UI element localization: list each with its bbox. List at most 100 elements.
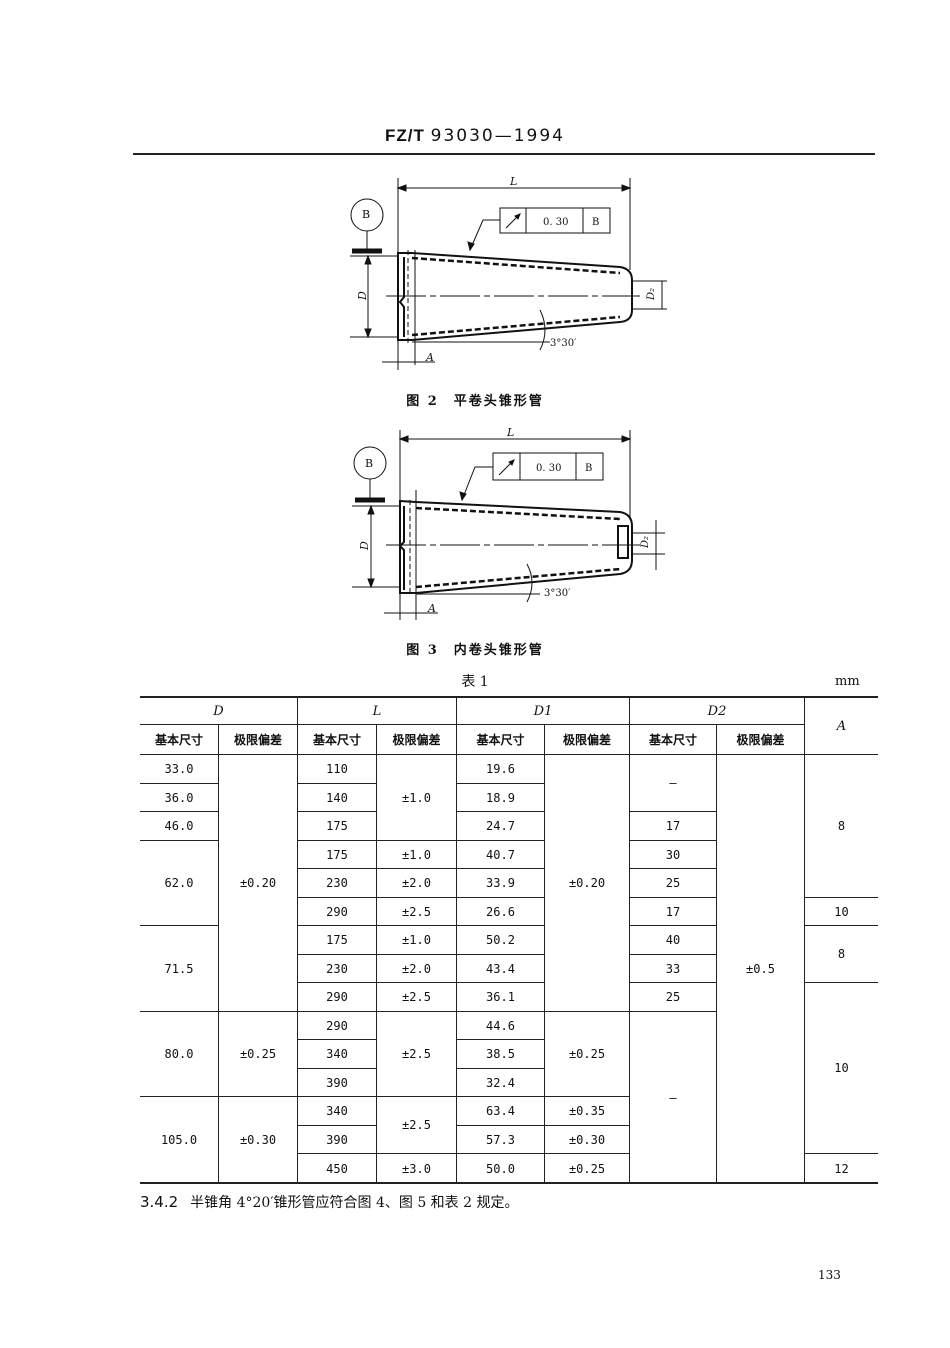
subheader-L-basic: 基本尺寸 bbox=[298, 725, 377, 755]
subheader-D-basic: 基本尺寸 bbox=[140, 725, 219, 755]
table-cell: 26.6 bbox=[457, 898, 545, 926]
tolerance-datum: B bbox=[592, 217, 599, 228]
table-cell: 25 bbox=[630, 869, 717, 898]
table-cell: 340 bbox=[298, 1040, 377, 1069]
table-cell: ±1.0 bbox=[377, 841, 457, 869]
table-cell: 80.0 bbox=[140, 1012, 219, 1097]
table-cell: 8 bbox=[805, 755, 878, 898]
table-cell: 8 bbox=[805, 926, 878, 983]
table-cell: ±0.35 bbox=[545, 1097, 630, 1126]
dim-D2-label: D₂ bbox=[646, 288, 657, 301]
table-cell: ±0.25 bbox=[219, 1012, 298, 1097]
table-cell: 50.2 bbox=[457, 926, 545, 955]
table-cell: ±2.5 bbox=[377, 1097, 457, 1154]
table-cell: 25 bbox=[630, 983, 717, 1012]
subheader-L-tol: 极限偏差 bbox=[377, 725, 457, 755]
datum-label: B bbox=[365, 457, 373, 470]
table-cell: 32.4 bbox=[457, 1069, 545, 1097]
table-cell: ±0.20 bbox=[545, 755, 630, 1012]
subheader-D2-basic: 基本尺寸 bbox=[630, 725, 717, 755]
header-A: A bbox=[805, 698, 878, 755]
table-cell: ±1.0 bbox=[377, 755, 457, 841]
table-cell: 290 bbox=[298, 1012, 377, 1040]
table-cell: 390 bbox=[298, 1069, 377, 1097]
table-cell: 340 bbox=[298, 1097, 377, 1126]
header-L: L bbox=[298, 698, 457, 725]
table-cell: 30 bbox=[630, 841, 717, 869]
clause-text: 半锥角 4°20′锥形管应符合图 4、图 5 和表 2 规定。 bbox=[190, 1195, 519, 1211]
dim-L-label: L bbox=[509, 175, 517, 188]
table-cell: ±0.30 bbox=[545, 1126, 630, 1154]
figure-2-diagram: L B 0. 30 B D D₂ A 3°30′ bbox=[350, 175, 667, 370]
table-cell: 17 bbox=[630, 812, 717, 841]
angle-label: 3°30′ bbox=[550, 338, 577, 349]
dim-D-label: D bbox=[358, 541, 371, 551]
table-cell: 33.0 bbox=[140, 755, 219, 784]
table-cell: — bbox=[630, 1012, 717, 1183]
tolerance-value: 0. 30 bbox=[543, 217, 568, 228]
table-cell: 36.0 bbox=[140, 784, 219, 812]
table-cell: ±0.30 bbox=[219, 1097, 298, 1183]
dim-A-label: A bbox=[425, 351, 434, 364]
table-cell: ±2.0 bbox=[377, 869, 457, 898]
table-unit: mm bbox=[835, 674, 860, 689]
page-number: 133 bbox=[818, 1268, 841, 1282]
table-cell: ±0.5 bbox=[717, 755, 805, 1183]
table-cell: 175 bbox=[298, 812, 377, 841]
table-cell: 105.0 bbox=[140, 1097, 219, 1183]
angle-label: 3°30′ bbox=[544, 588, 571, 599]
table-cell: 24.7 bbox=[457, 812, 545, 841]
table-cell: 18.9 bbox=[457, 784, 545, 812]
standard-code: FZ/T 93030—1994 bbox=[0, 126, 950, 146]
table-cell: 57.3 bbox=[457, 1126, 545, 1154]
table-cell: ±2.5 bbox=[377, 983, 457, 1012]
table-cell: 33.9 bbox=[457, 869, 545, 898]
table-cell: 290 bbox=[298, 983, 377, 1012]
table-cell: 43.4 bbox=[457, 955, 545, 983]
tolerance-datum: B bbox=[585, 463, 592, 474]
table-title: 表 1 bbox=[461, 674, 489, 690]
table-cell: 290 bbox=[298, 898, 377, 926]
table-cell: 40 bbox=[630, 926, 717, 955]
table-cell: 230 bbox=[298, 955, 377, 983]
subheader-D-tol: 极限偏差 bbox=[219, 725, 298, 755]
table-cell: 175 bbox=[298, 841, 377, 869]
dim-D2-label: D₂ bbox=[640, 536, 651, 549]
code-prefix: FZ/T bbox=[385, 126, 425, 145]
table-cell: ±3.0 bbox=[377, 1154, 457, 1183]
table-cell: 71.5 bbox=[140, 926, 219, 1012]
figure-3-diagram: L B 0. 30 B D D₂ A 3°30′ bbox=[352, 426, 665, 620]
table-cell: — bbox=[630, 755, 717, 812]
table-cell: 110 bbox=[298, 755, 377, 784]
table-cell: ±1.0 bbox=[377, 926, 457, 955]
table-cell: 230 bbox=[298, 869, 377, 898]
table-cell: ±2.5 bbox=[377, 898, 457, 926]
dim-D-label: D bbox=[356, 291, 369, 301]
table-top-rule bbox=[140, 696, 878, 698]
tolerance-value: 0. 30 bbox=[536, 463, 561, 474]
table-cell: 38.5 bbox=[457, 1040, 545, 1069]
table-cell: ±0.20 bbox=[219, 755, 298, 1012]
table-cell: ±0.25 bbox=[545, 1154, 630, 1183]
table-cell: 50.0 bbox=[457, 1154, 545, 1183]
table-cell: 450 bbox=[298, 1154, 377, 1183]
table-cell: ±2.0 bbox=[377, 955, 457, 983]
subheader-D1-tol: 极限偏差 bbox=[545, 725, 630, 755]
table-cell: ±0.25 bbox=[545, 1012, 630, 1097]
table-cell: 46.0 bbox=[140, 812, 219, 841]
subheader-D1-basic: 基本尺寸 bbox=[457, 725, 545, 755]
table-bottom-rule bbox=[140, 1182, 878, 1184]
header-D1: D1 bbox=[457, 698, 630, 725]
table-cell: 36.1 bbox=[457, 983, 545, 1012]
subheader-D2-tol: 极限偏差 bbox=[717, 725, 805, 755]
table-cell: 33 bbox=[630, 955, 717, 983]
table-cell: 390 bbox=[298, 1126, 377, 1154]
table-cell: 10 bbox=[805, 983, 878, 1154]
datum-label: B bbox=[362, 208, 370, 221]
figure-2-caption: 图 2 平卷头锥形管 bbox=[406, 394, 544, 409]
header-D1-text: D1 bbox=[533, 703, 553, 719]
code-number: 93030—1994 bbox=[430, 126, 565, 146]
table-cell: ±2.5 bbox=[377, 1012, 457, 1097]
table-cell: 10 bbox=[805, 898, 878, 926]
